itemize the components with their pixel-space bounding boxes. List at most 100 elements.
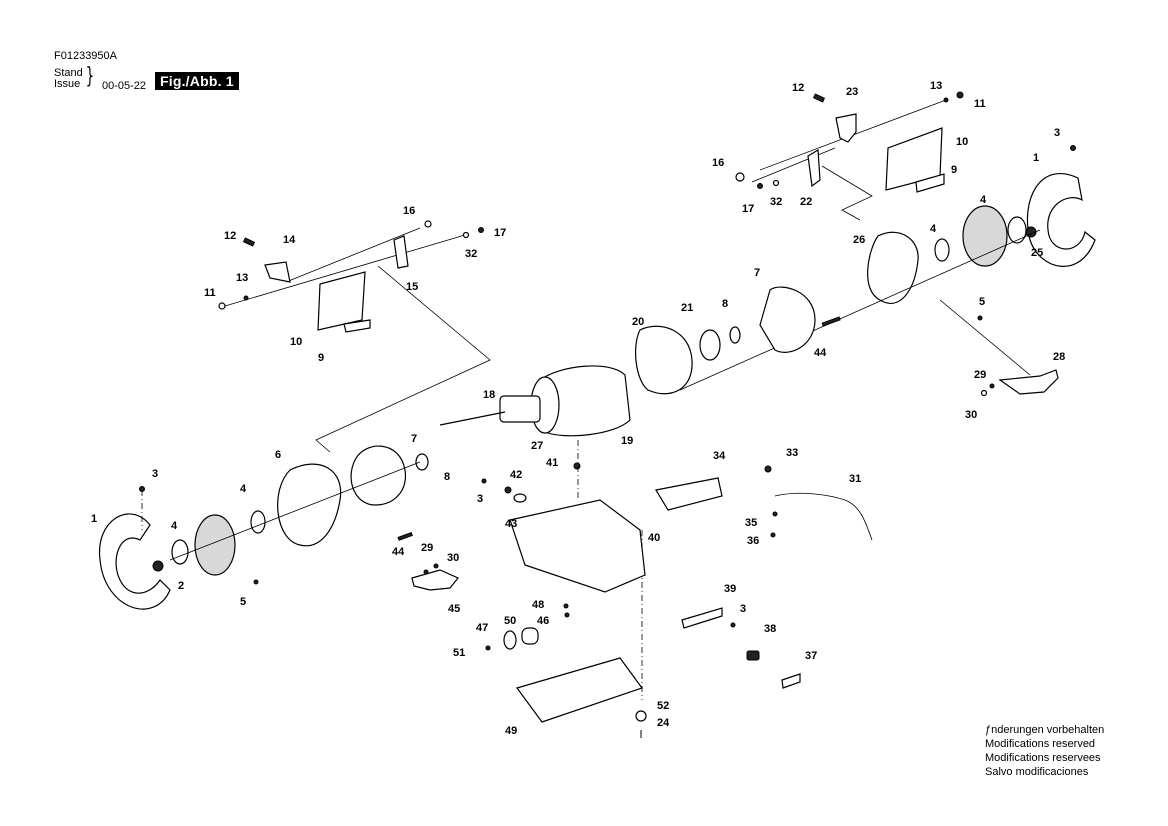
flange-4 (250, 510, 266, 534)
clamp-9 (343, 319, 371, 333)
callout-label: 52 (657, 700, 669, 712)
flange-4 (934, 238, 950, 262)
strain-relief-33 (764, 465, 772, 473)
label-37 (781, 673, 801, 689)
screw-11 (218, 302, 226, 310)
bottom-plate-49 (516, 657, 643, 723)
callout-label: 29 (421, 542, 433, 554)
washer-13 (943, 97, 949, 103)
callout-label: 51 (453, 647, 465, 659)
axis-line (751, 147, 836, 183)
callout-label: 16 (712, 157, 724, 169)
fan-housing-20 (635, 325, 693, 395)
link-line (939, 299, 1031, 376)
callout-label: 15 (406, 281, 418, 293)
callout-label: 44 (814, 347, 827, 359)
callout-label: 1 (91, 513, 97, 525)
callout-label: 3 (477, 493, 483, 505)
bracket-14 (264, 261, 291, 283)
callout-label: 2 (178, 580, 184, 592)
flange-4 (1007, 216, 1027, 244)
right-eyeshield-assembly (735, 91, 964, 221)
callout-label: 40 (648, 532, 660, 544)
callout-label: 5 (979, 296, 985, 308)
callout-label: 31 (849, 473, 861, 485)
callout-label: 38 (764, 623, 776, 635)
screw-3 (730, 622, 736, 628)
link-line (821, 165, 873, 221)
callout-label: 36 (747, 535, 759, 547)
end-bell-7 (350, 445, 406, 506)
bracket-15 (393, 235, 409, 269)
nut-42 (504, 486, 512, 494)
brace-icon: } (85, 64, 95, 89)
switch-cover-34 (655, 477, 723, 511)
washer-13 (243, 295, 249, 301)
screw-41 (573, 462, 581, 470)
left-wheel-group (98, 445, 459, 610)
tool-rest-45 (411, 569, 459, 591)
capacitor-50 (521, 627, 539, 645)
callout-label: 17 (742, 203, 754, 215)
callout-label: 4 (240, 483, 247, 495)
fan-21 (699, 329, 721, 361)
callout-label: 6 (275, 449, 281, 461)
callout-label: 27 (531, 440, 543, 452)
modification-notes: ƒnderungen vorbehalten Modifications res… (985, 723, 1104, 779)
tool-rest-28 (998, 369, 1059, 395)
screw-51 (485, 645, 491, 651)
callout-label: 32 (770, 196, 782, 208)
washer-48 (563, 603, 569, 609)
callout-label: 3 (152, 468, 158, 480)
callout-label: 1 (1033, 152, 1039, 164)
axis-line (224, 234, 466, 307)
motor-shaft (439, 411, 506, 426)
issue-date: 00-05-22 (102, 80, 147, 92)
screw-30 (980, 389, 988, 397)
left-eyeshield-assembly (218, 220, 491, 453)
washer-29 (423, 569, 429, 575)
grinding-wheel (962, 205, 1008, 267)
note-line: ƒnderungen vorbehalten (985, 724, 1105, 736)
callout-label: 18 (483, 389, 495, 401)
wheel-guard-1 (1026, 172, 1096, 267)
callout-label: 44 (392, 546, 405, 558)
shield-pane-10 (317, 271, 366, 331)
callout-label: 9 (318, 352, 324, 364)
clamp-47 (503, 630, 517, 650)
bracket-22 (807, 148, 821, 188)
wing-screw-16 (424, 220, 432, 228)
inner-guard-6 (277, 463, 342, 547)
callout-label: 28 (1053, 351, 1065, 363)
callout-label: 25 (1031, 247, 1043, 259)
screw-44 (821, 316, 841, 327)
rotor-18 (499, 395, 541, 423)
clip-43 (513, 493, 527, 503)
grinding-wheel (194, 514, 236, 576)
note-line: Salvo modificaciones (985, 766, 1089, 778)
callout-label: 32 (465, 248, 477, 260)
callout-label: 35 (745, 517, 757, 529)
callout-label: 13 (236, 272, 248, 284)
inner-guard-26 (867, 231, 919, 304)
screw-5 (253, 579, 259, 585)
screw-12 (812, 93, 826, 103)
callout-label: 41 (546, 457, 558, 469)
figure-badge: Fig./Abb. 1 (155, 72, 239, 90)
clamp-9 (915, 173, 945, 193)
foot-52 (635, 710, 647, 722)
stand-issue-labels: Stand Issue (54, 68, 83, 90)
callout-label: 34 (713, 450, 726, 462)
screw-3 (1070, 145, 1076, 151)
callout-label: 4 (980, 194, 987, 206)
callout-label: 11 (974, 98, 986, 110)
callout-label: 8 (444, 471, 450, 483)
right-motor-parts (635, 286, 1059, 397)
screw-36 (770, 532, 776, 538)
callout-label: 4 (171, 520, 178, 532)
bracket-23 (835, 113, 857, 143)
screw-11 (956, 91, 964, 99)
note-line: Modifications reserved (985, 738, 1096, 750)
document-id: F01233950A (54, 50, 117, 62)
callout-label: 17 (494, 227, 506, 239)
